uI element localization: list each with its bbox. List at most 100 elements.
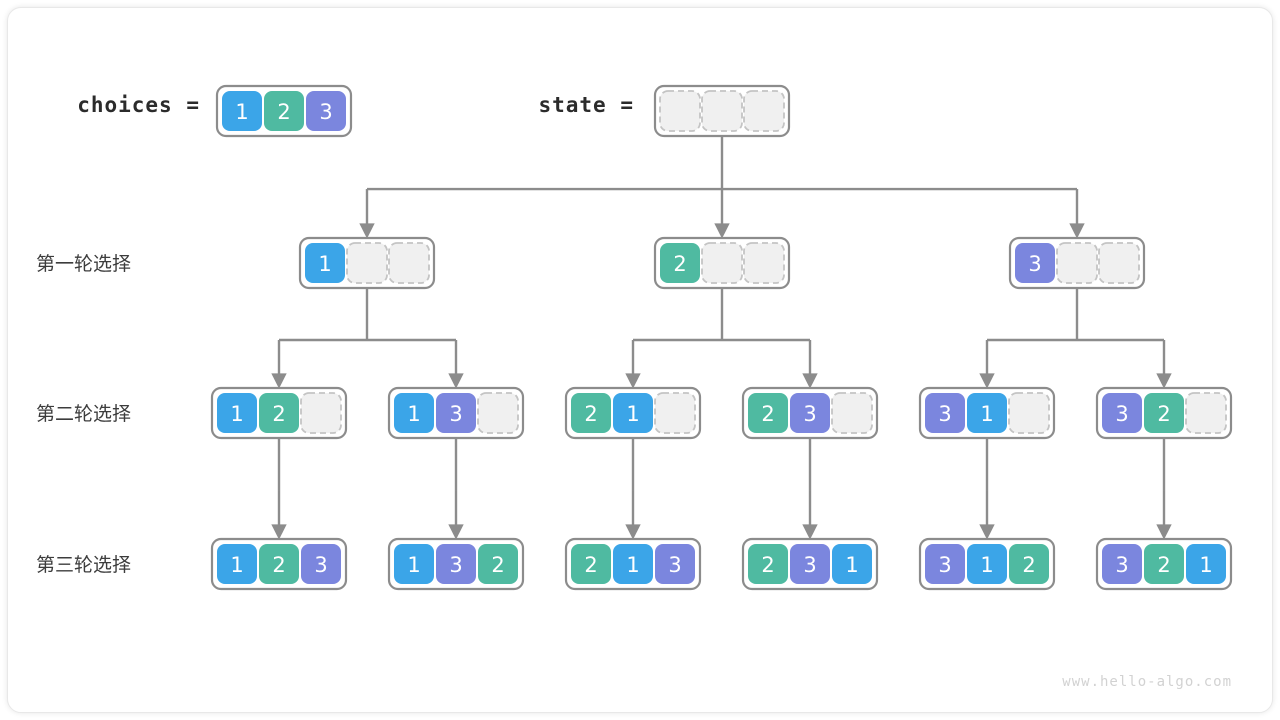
node-round3-4-slot-2 [1009,544,1049,584]
node-round2-2-slot-0-value: 2 [584,402,597,426]
choices-array: 1 2 3 [215,84,353,138]
node-round2-0-slot-2-empty [300,392,342,434]
node-round2-4-slot-0-value: 3 [938,402,951,426]
node-round3-1-slot-0-value: 1 [407,553,420,577]
node-round3-4: 3 1 2 [918,537,1056,591]
node-round2-2-slot-2-empty [654,392,696,434]
row-label-round-1: 第一轮选择 [36,253,131,275]
node-round3-1-slot-2 [478,544,518,584]
state-array-slot-2-empty [743,90,785,132]
node-round2-0-slot-0 [217,393,257,433]
node-round3-4-slot-0-value: 3 [938,553,951,577]
state-label: state = [538,93,634,117]
watermark: www.hello-algo.com [1062,674,1232,690]
state-array-slot-0-empty [659,90,701,132]
node-round3-5-slot-1-value: 2 [1157,553,1170,577]
node-round1-2-slot-1-empty [1056,242,1098,284]
node-round3-2-slot-2 [655,544,695,584]
choices-array-slot-1-value: 2 [277,100,290,124]
node-round3-2-slot-0-value: 2 [584,553,597,577]
node-round2-2-slot-0 [571,393,611,433]
node-round2-3-slot-1-value: 3 [803,402,816,426]
node-round3-4-slot-0 [925,544,965,584]
node-round2-4-slot-1-value: 1 [980,402,993,426]
node-round2-0-slot-1 [259,393,299,433]
choices-array-slot-0 [222,91,262,131]
row-label-round-2: 第二轮选择 [36,403,131,425]
node-round3-2-slot-1-value: 1 [626,553,639,577]
node-round1-1-slot-0 [660,243,700,283]
node-round2-1-slot-1 [436,393,476,433]
node-round1-2-slot-0-value: 3 [1028,252,1041,276]
node-round1-1: 2 [653,236,791,290]
node-round1-0-slot-2-empty [388,242,430,284]
node-round3-2: 2 1 3 [564,537,702,591]
node-round3-3-slot-1 [790,544,830,584]
node-round2-4-slot-2-empty [1008,392,1050,434]
node-round2-1-slot-2-empty [477,392,519,434]
node-round3-1-slot-1 [436,544,476,584]
choices-array-slot-2-value: 3 [319,100,332,124]
node-round3-3-slot-0 [748,544,788,584]
node-round2-5-slot-0 [1102,393,1142,433]
state-array [653,84,791,138]
node-round3-0-slot-0 [217,544,257,584]
node-round1-1-slot-1-empty [701,242,743,284]
node-round3-0-slot-0-value: 1 [230,553,243,577]
node-round1-1-slot-0-value: 2 [673,252,686,276]
node-round2-4-slot-0 [925,393,965,433]
node-round3-3-slot-2 [832,544,872,584]
node-round2-3-slot-1 [790,393,830,433]
node-round2-5-slot-1 [1144,393,1184,433]
node-round3-1-slot-2-value: 2 [491,553,504,577]
node-round3-1-slot-1-value: 3 [449,553,462,577]
node-round3-2-slot-1 [613,544,653,584]
choices-array-slot-0-value: 1 [235,100,248,124]
node-round2-3-slot-0-value: 2 [761,402,774,426]
node-round3-3-slot-1-value: 3 [803,553,816,577]
node-round3-4-slot-1-value: 1 [980,553,993,577]
row-label-round-3: 第三轮选择 [36,554,131,576]
node-round3-5-slot-0 [1102,544,1142,584]
node-round2-3-slot-2-empty [831,392,873,434]
node-round1-0-slot-0-value: 1 [318,252,331,276]
node-round3-1-slot-0 [394,544,434,584]
node-round2-0-slot-0-value: 1 [230,402,243,426]
node-round1-2-slot-2-empty [1098,242,1140,284]
node-round2-2-slot-1 [613,393,653,433]
node-round3-2-slot-2-value: 3 [668,553,681,577]
node-round1-0: 1 [298,236,436,290]
node-round3-4-slot-2-value: 2 [1022,553,1035,577]
node-round1-0-slot-1-empty [346,242,388,284]
choices-array-slot-1 [264,91,304,131]
choices-array-slot-2 [306,91,346,131]
node-round1-2-slot-0 [1015,243,1055,283]
node-round2-5-slot-2-empty [1185,392,1227,434]
state-array-slot-1-empty [701,90,743,132]
node-round3-1: 1 3 2 [387,537,525,591]
node-round2-5-slot-1-value: 2 [1157,402,1170,426]
node-round3-5-slot-0-value: 3 [1115,553,1128,577]
node-round2-1-slot-0-value: 1 [407,402,420,426]
node-round3-5-slot-2 [1186,544,1226,584]
node-round3-0-slot-2 [301,544,341,584]
node-round3-0-slot-1-value: 2 [272,553,285,577]
node-round2-5-slot-0-value: 3 [1115,402,1128,426]
node-round2-4-slot-1 [967,393,1007,433]
node-round3-3-slot-0-value: 2 [761,553,774,577]
node-round3-2-slot-0 [571,544,611,584]
node-round3-4-slot-1 [967,544,1007,584]
node-round2-1-slot-1-value: 3 [449,402,462,426]
